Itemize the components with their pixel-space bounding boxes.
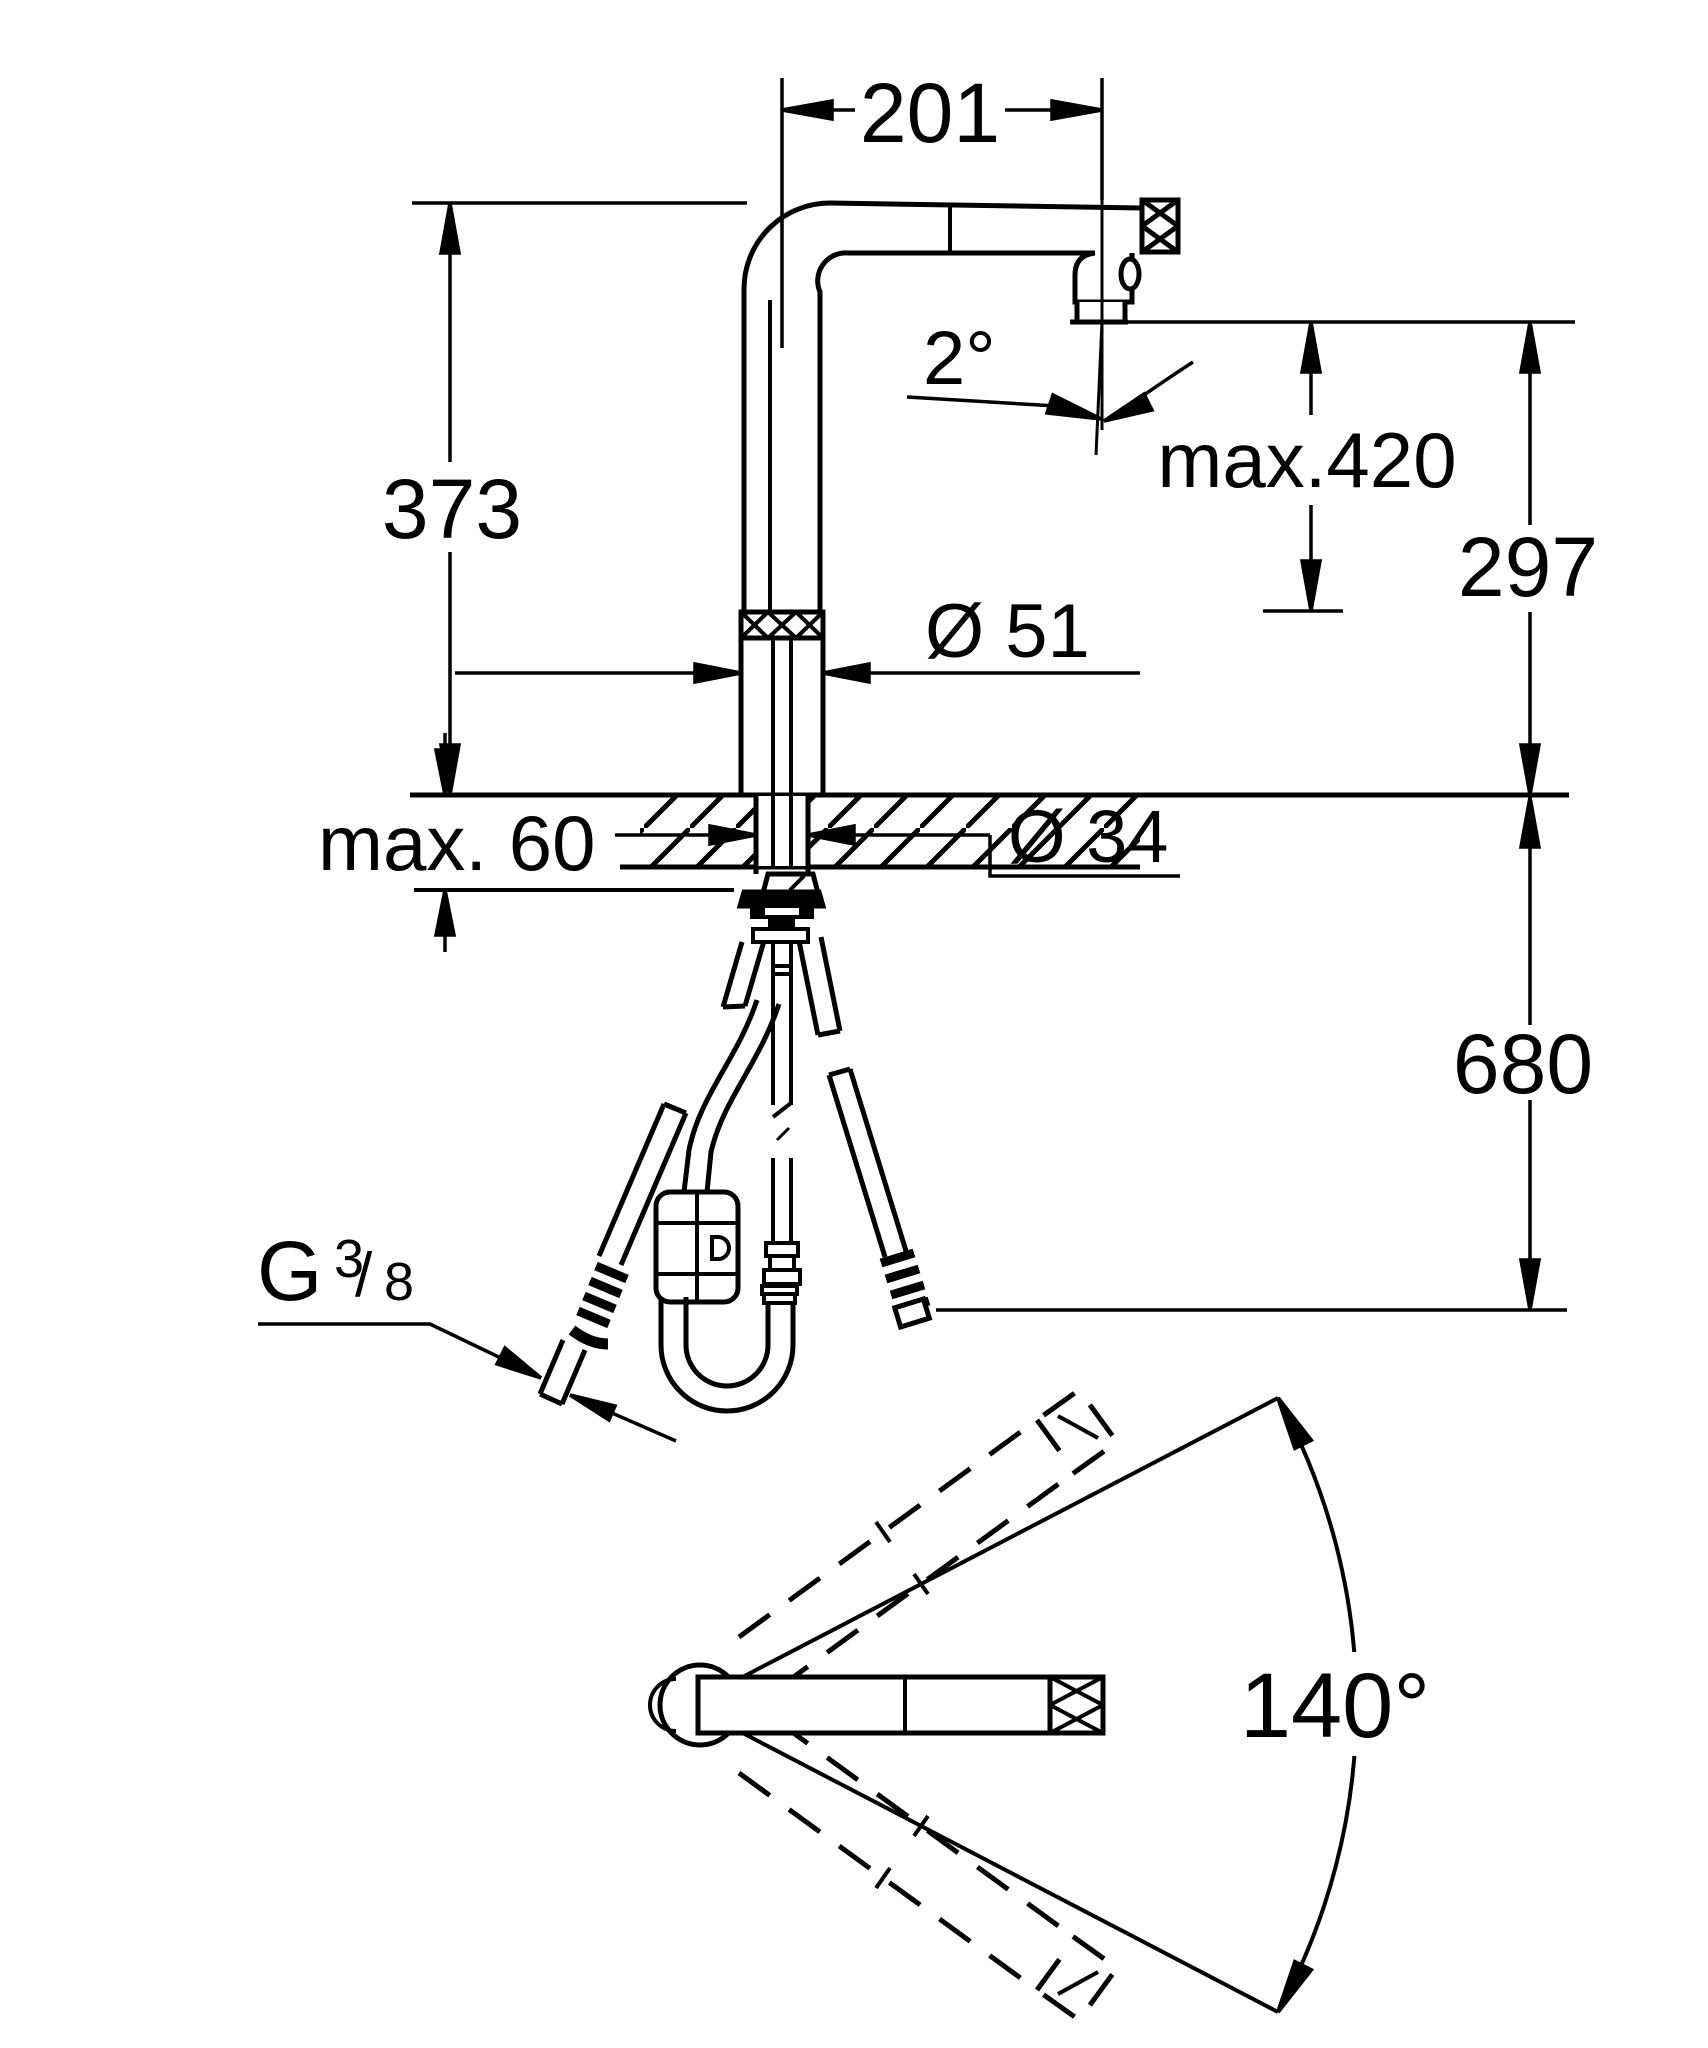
label-outlet-height: 297: [1458, 520, 1598, 614]
dimensions: [258, 78, 1575, 1443]
right-hose-nut: [891, 1295, 933, 1331]
label-swivel-angle: 140°: [1240, 1655, 1430, 1757]
faucet-body: [738, 609, 826, 795]
thread-numerator: 3: [334, 1229, 364, 1289]
label-spout-reach: 201: [860, 66, 1000, 160]
dim-297: [1518, 321, 1542, 796]
left-supply-hose: [537, 940, 767, 1407]
hose-u-loop: [658, 1284, 799, 1414]
top-view-spout: [695, 1674, 1106, 1736]
dim-max420: [1263, 321, 1343, 613]
control-feed-hose: [681, 999, 760, 1193]
pullout-hose: [762, 942, 802, 1286]
right-supply-hose: [796, 936, 933, 1331]
dim-g38-leader: [258, 1322, 677, 1443]
thread-letter: G: [257, 1224, 322, 1318]
thread-denominator: 8: [384, 1252, 414, 1312]
control-box: [653, 1189, 741, 1305]
labels: 201 373 2° max.420 297 Ø 51 max. 60 Ø 34…: [257, 66, 1598, 1757]
label-hole-diameter: Ø 34: [1008, 795, 1168, 878]
mounting-hardware: [736, 871, 827, 944]
label-mask: [1238, 1652, 1438, 1756]
swivel-top-view: [648, 1386, 1438, 2024]
faucet-side-view: [738, 197, 1181, 795]
under-counter-assembly: [537, 871, 933, 1414]
spray-head-button: [1118, 256, 1142, 292]
countertop: [410, 792, 1569, 892]
top-view-spout-end-hatch: [1049, 1675, 1104, 1735]
label-spout-angle: 2°: [923, 316, 996, 401]
dim-dia51: [455, 661, 1140, 685]
left-hose-connector: [576, 1261, 629, 1329]
spout-end-hatch-block: [1139, 197, 1181, 255]
label-spout-height: 373: [382, 462, 522, 556]
spout-outline: [741, 200, 1143, 612]
swivel-position-lower: [737, 1718, 1121, 2024]
dim-680: [936, 796, 1567, 1312]
label-thread-size: G 3 / 8: [257, 1224, 414, 1318]
dim-max60: [433, 733, 457, 952]
swivel-position-upper: [737, 1386, 1121, 1692]
dim-dia34: [615, 823, 1180, 878]
label-hose-length: 680: [1453, 1017, 1593, 1111]
label-hose-extension: max.420: [1157, 416, 1456, 504]
mounting-nut: [736, 889, 827, 909]
body-collar-hatch: [738, 609, 826, 641]
left-hose-collar: [568, 1325, 609, 1350]
label-body-diameter: Ø 51: [925, 589, 1090, 674]
label-deck-thickness: max. 60: [318, 799, 595, 887]
dim-2deg: [906, 78, 1194, 456]
thread-slash: /: [355, 1241, 373, 1310]
pullout-spray-head: [1070, 250, 1142, 325]
control-box-button: [710, 1235, 731, 1261]
